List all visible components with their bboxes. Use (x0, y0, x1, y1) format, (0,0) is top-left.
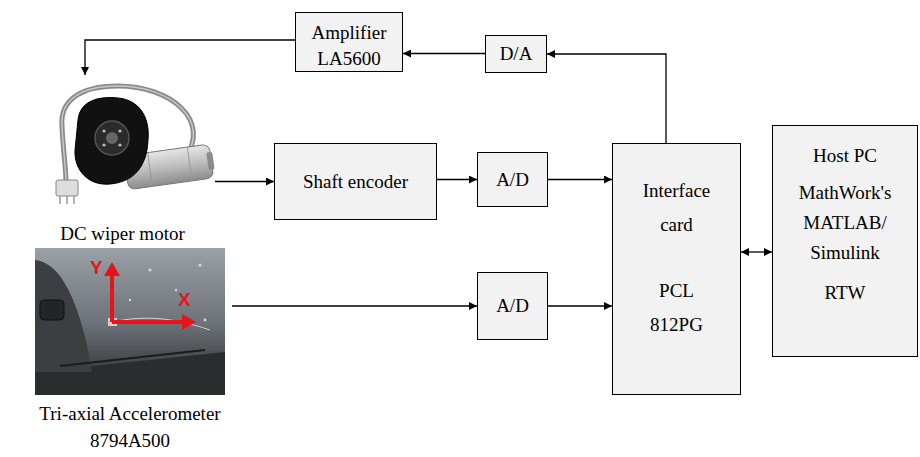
signal-arrow (741, 251, 772, 252)
motor-node: DC wiper motor (30, 75, 215, 245)
axis-label: X (178, 290, 191, 310)
signal-arrow (403, 53, 485, 54)
node-text: LA5600 (317, 48, 380, 70)
node-title: DC wiper motor (60, 223, 185, 245)
amplifier-box: AmplifierLA5600 (295, 12, 403, 72)
axis-arrows (104, 262, 196, 330)
signal-arrow (232, 305, 477, 306)
converter-box: A/D (477, 152, 548, 207)
accelerometer-node: Tri-axial Accelerometer8794A500 (28, 245, 232, 453)
converter-box: A/D (477, 272, 548, 340)
host-pc-box: Host PC MathWork's MATLAB/ SimulinkRTW (772, 125, 918, 357)
signal-arrow (437, 179, 477, 180)
signal-arrow (85, 40, 295, 75)
node-text: 8794A500 (90, 428, 170, 453)
motor-illustration (56, 86, 216, 204)
node-title: Tri-axial Accelerometer (39, 401, 220, 426)
node-text: MathWork's MATLAB/ Simulink (789, 178, 901, 268)
node-title: A/D (496, 295, 529, 317)
axis-label: Y (90, 258, 103, 278)
node-title: Host PC (813, 141, 877, 171)
node-text: RTW (824, 278, 865, 308)
converter-box: D/A (485, 35, 547, 73)
node-title: Interface card (633, 174, 721, 242)
encoder-box: Shaft encoder (274, 143, 437, 220)
signal-arrow (548, 305, 612, 306)
node-title: A/D (496, 169, 529, 191)
signal-arrow (215, 181, 274, 182)
signal-arrow (547, 54, 666, 143)
node-text: PCL 812PG (633, 274, 721, 342)
windshield-photo (35, 248, 225, 395)
node-title: Amplifier (312, 22, 387, 44)
node-title: D/A (500, 43, 533, 65)
signal-arrow (548, 179, 612, 180)
interface-card-box: Interface cardPCL 812PG (612, 143, 741, 395)
node-title: Shaft encoder (303, 171, 408, 193)
